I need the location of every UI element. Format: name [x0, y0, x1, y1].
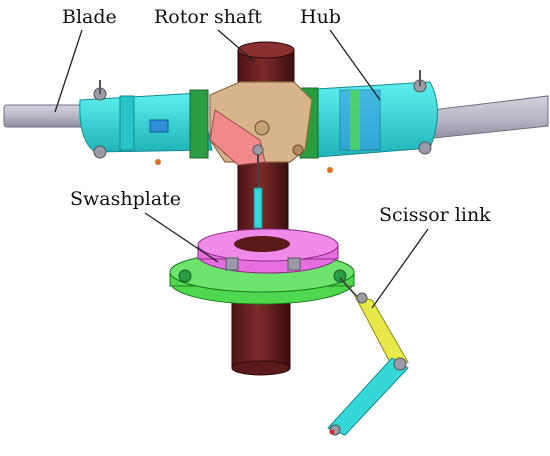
- swashplate: [169, 228, 355, 305]
- leader-rotor-shaft: [217, 29, 256, 63]
- hub-center: [209, 81, 313, 166]
- leader-hub: [329, 29, 381, 101]
- leader-lines: [54, 29, 429, 309]
- label-hub: Hub: [300, 6, 341, 28]
- label-swashplate: Swashplate: [70, 188, 182, 210]
- label-scissor-link: Scissor link: [379, 204, 491, 226]
- label-blade: Blade: [62, 6, 117, 28]
- label-rotor-shaft: Rotor shaft: [154, 6, 262, 28]
- hub-arm-left: [79, 80, 213, 165]
- scissor-link: [327, 277, 409, 436]
- leader-swashplate: [144, 212, 219, 263]
- hub-arm-right: [299, 70, 438, 173]
- leader-blade: [54, 29, 83, 113]
- leader-scissor-link: [371, 228, 429, 309]
